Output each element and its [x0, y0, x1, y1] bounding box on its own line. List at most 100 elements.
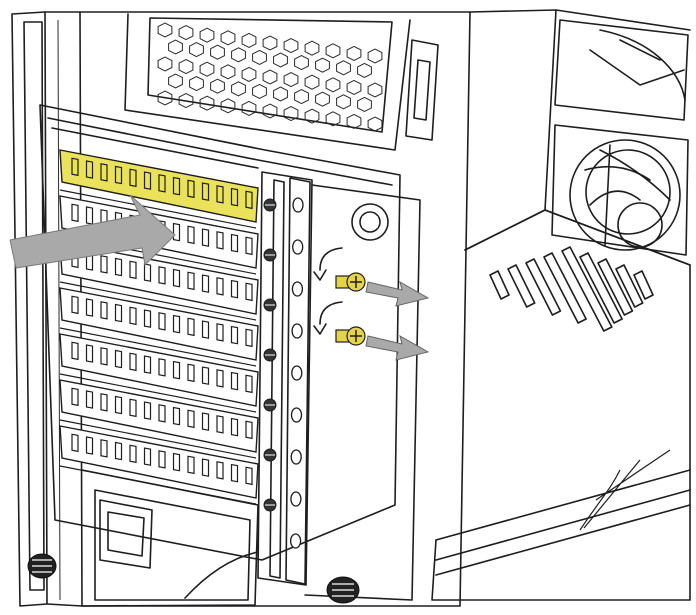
vent-slat [507, 264, 536, 308]
foot-left-icon [27, 553, 57, 579]
hex-cell [367, 82, 383, 98]
vent-slot [100, 393, 108, 412]
shroud-vent-slats [489, 246, 654, 332]
vent-slot [172, 268, 181, 288]
sharkoon-logo [579, 449, 671, 531]
bracket-screws [313, 247, 430, 361]
vent-slot [129, 260, 137, 280]
hex-cell [178, 59, 194, 75]
rear-panel-right [304, 184, 421, 601]
vent-slot [158, 312, 166, 331]
vent-slot [216, 415, 224, 434]
vent-slot [85, 344, 94, 363]
vent-slot [85, 436, 94, 455]
vent-slat [633, 270, 654, 300]
bracket-rail [257, 171, 313, 586]
vent-slot [187, 363, 195, 383]
rail-hole [290, 491, 302, 507]
vent-slot [158, 450, 166, 469]
vent-slot [187, 271, 195, 291]
hex-cell [220, 98, 236, 114]
vent-slat [579, 252, 623, 324]
vent-slot [172, 452, 181, 472]
vent-slot [245, 328, 253, 348]
fan-top-icon [589, 29, 686, 101]
case-frame [11, 11, 471, 607]
vent-slot [172, 360, 181, 380]
vent-slot [245, 420, 253, 440]
hex-cell [367, 116, 383, 132]
hex-cell [304, 108, 320, 124]
slot-divider [59, 373, 257, 413]
vent-slot [172, 314, 181, 334]
hex-cell [325, 77, 341, 93]
vent-slot [100, 439, 108, 458]
hex-cell [178, 25, 194, 41]
hex-cell [220, 30, 236, 46]
vent-slot [230, 325, 239, 345]
hex-cell [189, 76, 204, 92]
vent-slot [114, 303, 123, 323]
hex-cell [252, 49, 267, 65]
hex-cell [231, 81, 246, 97]
vent-slot [245, 374, 253, 394]
highlighted-slot [59, 149, 259, 229]
hex-cell [168, 39, 183, 55]
vent-slot [100, 163, 108, 182]
vent-slot [230, 187, 239, 207]
vent-slat [615, 264, 644, 308]
vent-slot [230, 233, 239, 253]
vent-slot [143, 263, 152, 282]
vent-slot [71, 341, 79, 361]
screw-removal-1 [313, 247, 430, 307]
hex-cell [346, 45, 362, 61]
hex-cell [367, 48, 383, 64]
slot-cover [59, 379, 259, 459]
vent-slot [114, 165, 123, 185]
vent-slot [129, 352, 137, 372]
vent-slot [187, 409, 195, 429]
slot-divider [59, 327, 257, 367]
vent-slot [100, 255, 108, 274]
vent-slot [201, 320, 210, 339]
hex-cell [157, 90, 173, 106]
vent-slot [158, 404, 166, 423]
rotate-arrow-icon [319, 301, 343, 325]
hex-cell [157, 56, 173, 72]
vent-slot [129, 168, 137, 188]
pull-out-arrow-icon [365, 280, 430, 307]
hex-cell [315, 91, 330, 107]
vent-slot [114, 349, 123, 369]
hex-cell [210, 44, 225, 60]
power-inlet-icon [99, 499, 153, 569]
vent-slot [201, 366, 210, 385]
vent-slot [172, 176, 181, 196]
vent-slot [143, 309, 152, 328]
vent-slot [201, 458, 210, 477]
rail-hole [291, 365, 303, 381]
hex-cell [262, 35, 278, 51]
vent-slot [129, 444, 137, 464]
vent-slat [525, 258, 562, 316]
vent-slot [230, 463, 239, 483]
hex-cell [189, 42, 204, 58]
vent-slot [216, 231, 224, 250]
hex-cell [294, 55, 309, 71]
hex-cell [241, 32, 257, 48]
vent-slot [172, 406, 181, 426]
vent-slot [216, 277, 224, 296]
hex-cell [199, 27, 215, 43]
hex-cell [357, 62, 372, 78]
vent-slot [216, 461, 224, 480]
vent-slot [71, 433, 79, 453]
vent-slat [597, 258, 634, 316]
hex-cell [294, 89, 309, 105]
vent-slot [230, 417, 239, 437]
vent-slot [201, 182, 210, 201]
vent-slot [187, 455, 195, 475]
vent-slat [543, 252, 587, 324]
side-fans [464, 9, 691, 266]
hex-cell [220, 64, 236, 80]
hex-cell [210, 78, 225, 94]
vent-slot [216, 369, 224, 388]
